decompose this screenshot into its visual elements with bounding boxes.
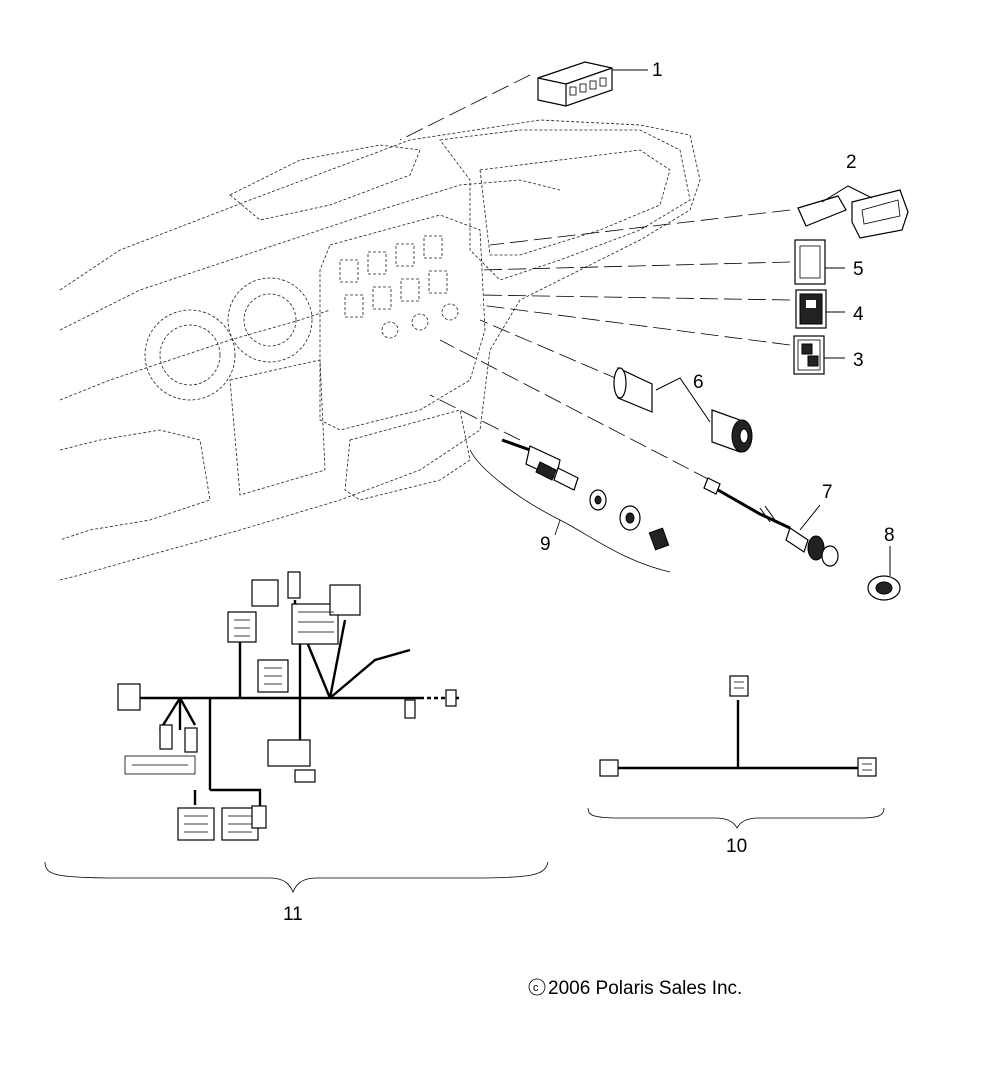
- part-9-key-switch: [469, 438, 671, 573]
- callout-2: 2: [846, 152, 857, 173]
- callout-6: 6: [693, 372, 704, 393]
- callout-7: 7: [822, 482, 833, 503]
- braces: [44, 807, 885, 894]
- callout-3: 3: [853, 350, 864, 371]
- dashboard-outline: [59, 119, 701, 581]
- part-2-bezels: [797, 185, 909, 239]
- leader-lines: [399, 74, 791, 481]
- copyright-notice: c 2006 Polaris Sales Inc.: [528, 978, 742, 999]
- part-7-cable: [703, 477, 839, 567]
- callout-11: 11: [283, 904, 303, 925]
- callout-5: 5: [853, 259, 864, 280]
- callout-10: 10: [726, 836, 747, 857]
- callout-4: 4: [853, 304, 864, 325]
- part-1-switch-block: [537, 61, 648, 107]
- copyright-icon: [528, 978, 546, 996]
- part-8-grommet: [867, 546, 901, 601]
- part-4-rocker-switch: [795, 289, 845, 329]
- part-6-power-outlet: [613, 367, 753, 453]
- callout-labels: 1 2 5 4 3 6 7 8 9 10 11: [283, 60, 895, 925]
- part-5-frame: [794, 239, 845, 285]
- callout-8: 8: [884, 525, 895, 546]
- callout-1: 1: [652, 60, 663, 81]
- part-11-main-harness: [117, 571, 460, 841]
- copyright-text: 2006 Polaris Sales Inc.: [548, 978, 742, 999]
- callout-9: 9: [540, 534, 551, 555]
- part-3-switch: [793, 335, 845, 375]
- copyright-symbol: c: [533, 982, 539, 994]
- part-10-headlight-harness: [599, 675, 877, 777]
